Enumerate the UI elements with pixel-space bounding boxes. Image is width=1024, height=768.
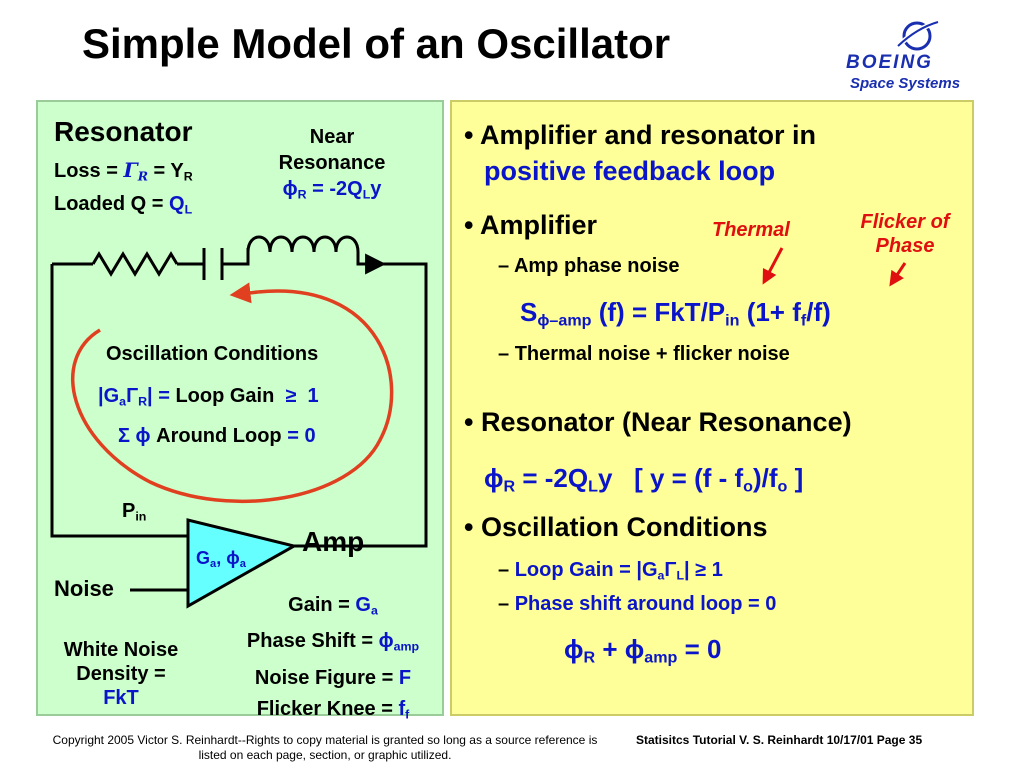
thermal-arrow <box>762 247 784 285</box>
resonator-heading: Resonator <box>54 116 193 147</box>
bullet-resonator: • Resonator (Near Resonance) <box>464 407 852 437</box>
pin-label: Pin <box>122 500 147 524</box>
bullet-feedback: • Amplifier and resonator in <box>464 120 817 150</box>
white-noise-density: White Noise Density = FkT <box>63 639 179 709</box>
bullet-feedback-line2: positive feedback loop <box>484 156 776 186</box>
capacitor-icon <box>202 248 224 280</box>
logo-subtitle: Space Systems <box>850 75 961 92</box>
thermal-label: Thermal <box>712 219 790 241</box>
osc-conditions-heading: Oscillation Conditions <box>106 343 319 365</box>
boeing-logo-icon <box>896 19 939 51</box>
phase-noise-equation: Sϕ–amp (f) = FkT/Pin (1+ ff/f) <box>520 297 831 330</box>
loop-wire <box>50 235 428 548</box>
amp-gain-phase-label: Ga, ϕa <box>196 548 246 571</box>
logo-brand: BOEING <box>846 52 933 73</box>
flicker-arrow <box>889 262 907 287</box>
left-panel <box>36 100 444 716</box>
loop-gain-condition: |GaΓR| = Loop Gain ≥ 1 <box>98 385 319 409</box>
loop-gain-line: – Loop Gain = |GaΓL| ≥ 1 <box>498 559 723 583</box>
thermal-flicker-noise: – Thermal noise + flicker noise <box>498 343 790 365</box>
bullet-osc-conditions: • Oscillation Conditions <box>464 512 768 542</box>
page-info-footer: Statisitcs Tutorial V. S. Reinhardt 10/1… <box>636 733 923 747</box>
amplifier-icon <box>186 518 299 609</box>
around-loop-condition: Σ ϕ Around Loop = 0 <box>118 425 316 447</box>
phase-shift-line: – Phase shift around loop = 0 <box>498 593 777 615</box>
amp-parameters: Gain = Ga Phase Shift = ϕamp Noise Figur… <box>246 594 420 722</box>
loss-line: Loss = ΓR = YR <box>54 158 193 184</box>
resistor-icon <box>91 251 179 277</box>
noise-label: Noise <box>54 576 114 601</box>
phase-sum-equation: ϕR + ϕamp = 0 <box>564 634 722 667</box>
right-panel <box>450 100 974 716</box>
bullet-amplifier: • Amplifier <box>464 210 597 240</box>
inductor-icon <box>246 235 360 253</box>
loop-arrow <box>71 289 394 504</box>
copyright-footer: Copyright 2005 Victor S. Reinhardt--Righ… <box>52 733 598 762</box>
resonator-equation: ϕR = -2QLy [ y = (f - fo)/fo ] <box>484 463 804 496</box>
amp-phase-noise: – Amp phase noise <box>498 255 680 277</box>
near-resonance-label: Near Resonance ϕR = -2QLy <box>278 126 386 202</box>
loaded-q-line: Loaded Q = QL <box>54 193 193 217</box>
amp-label: Amp <box>302 526 365 557</box>
page-title: Simple Model of an Oscillator <box>82 20 671 67</box>
flicker-label: Flicker of Phase <box>860 211 950 257</box>
